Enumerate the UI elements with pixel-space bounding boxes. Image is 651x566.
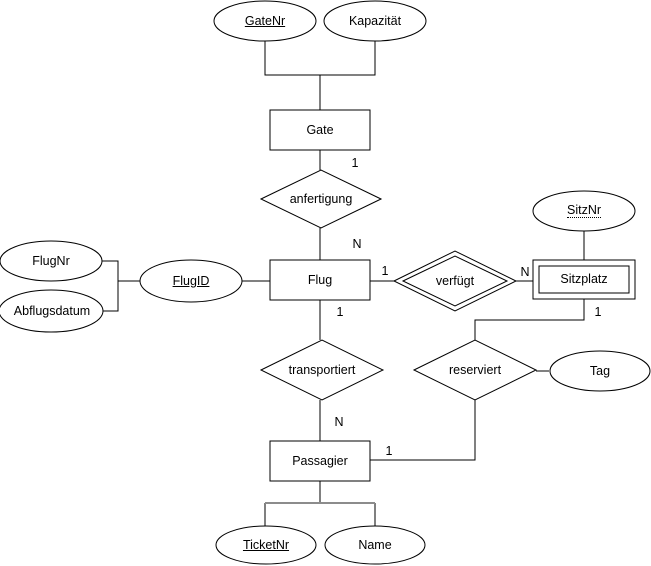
connector-gate-attributes [264,41,376,76]
entity-flug-text: Flug [307,272,333,287]
attribute-flugnr-label[interactable]: FlugNr [0,241,102,281]
attribute-kapazitaet-label[interactable]: Kapazität [324,1,426,41]
attribute-ticketnr-label[interactable]: TicketNr [216,526,316,564]
attribute-abflugsdatum-label[interactable]: Abflugsdatum [0,290,104,332]
entity-sitzplatz-label[interactable]: Sitzplatz [533,260,635,299]
entity-flug-shape[interactable] [269,259,371,301]
cardinality-flug-transportiert[interactable]: 1 [336,305,344,319]
relationship-anfertigung-label[interactable]: anfertigung [261,170,381,228]
entity-passagier-shape[interactable] [269,440,371,482]
attribute-abflugsdatum-shape[interactable] [0,289,104,333]
entity-gate-label[interactable]: Gate [270,110,370,150]
attribute-flugid-label[interactable]: FlugID [140,260,242,302]
relationship-reserviert-text: reserviert [448,362,502,377]
attribute-gatenr-text: GateNr [244,13,286,28]
relationship-verfuegt-label[interactable]: verfügt [394,251,516,311]
attribute-kapazitaet-text: Kapazität [348,13,402,28]
relationship-reserviert-shape[interactable] [412,339,538,401]
entity-gate-text: Gate [306,122,334,137]
relationship-transportiert-label[interactable]: transportiert [261,340,383,400]
relationship-transportiert-text: transportiert [288,362,356,377]
cardinality-flug-verfuegt[interactable]: 1 [381,264,389,278]
cardinality-gate-anfertigung[interactable]: 1 [351,156,359,170]
attribute-gatenr-shape[interactable] [213,0,317,42]
attribute-ticketnr-text: TicketNr [242,537,290,552]
attribute-sitznr-label[interactable]: SitzNr [533,191,635,231]
relationship-anfertigung-shape[interactable] [259,169,383,229]
entity-gate-shape[interactable] [269,109,371,151]
entity-flug-label[interactable]: Flug [270,260,370,300]
relationship-transportiert-shape[interactable] [259,339,385,401]
attribute-gatenr-label[interactable]: GateNr [214,1,316,41]
attribute-abflugsdatum-text: Abflugsdatum [13,303,91,318]
attribute-flugid-text: FlugID [172,273,210,288]
entity-sitzplatz-inner-shape [538,265,630,294]
attribute-flugnr-text: FlugNr [32,253,70,268]
cardinality-sitzplatz-reserviert[interactable]: 1 [594,305,602,319]
attribute-flugid-shape[interactable] [139,259,243,303]
attribute-tag-text: Tag [589,363,611,378]
connector-reserviert-passagier [370,400,476,461]
connector-sitzplatz-reserviert [474,299,585,340]
attribute-name-label[interactable]: Name [325,526,425,564]
cardinality-anfertigung-flug[interactable]: N [352,237,362,251]
relationship-verfuegt-inner-shape [401,255,509,307]
relationship-anfertigung-text: anfertigung [289,191,353,206]
cardinality-verfuegt-sitzplatz[interactable]: N [520,265,530,279]
relationship-reserviert-label[interactable]: reserviert [414,340,536,400]
entity-passagier-text: Passagier [292,453,348,468]
cardinality-transportiert-passagier[interactable]: N [334,415,344,429]
attribute-tag-shape[interactable] [549,350,651,392]
attribute-sitznr-shape[interactable] [532,190,636,232]
attribute-sitznr-text: SitzNr [566,202,602,219]
attribute-kapazitaet-shape[interactable] [323,0,427,42]
cardinality-passagier-reserviert[interactable]: 1 [385,444,393,458]
attribute-ticketnr-shape[interactable] [215,525,317,565]
attribute-flugnr-shape[interactable] [0,240,103,282]
entity-passagier-label[interactable]: Passagier [270,441,370,481]
attribute-name-shape[interactable] [324,525,426,565]
relationship-verfuegt-text: verfügt [435,273,475,288]
entity-sitzplatz-text: Sitzplatz [560,272,608,287]
connector-flugnr-abflugsdatum [102,260,119,312]
attribute-tag-label[interactable]: Tag [550,351,650,391]
attribute-name-text: Name [358,537,392,552]
